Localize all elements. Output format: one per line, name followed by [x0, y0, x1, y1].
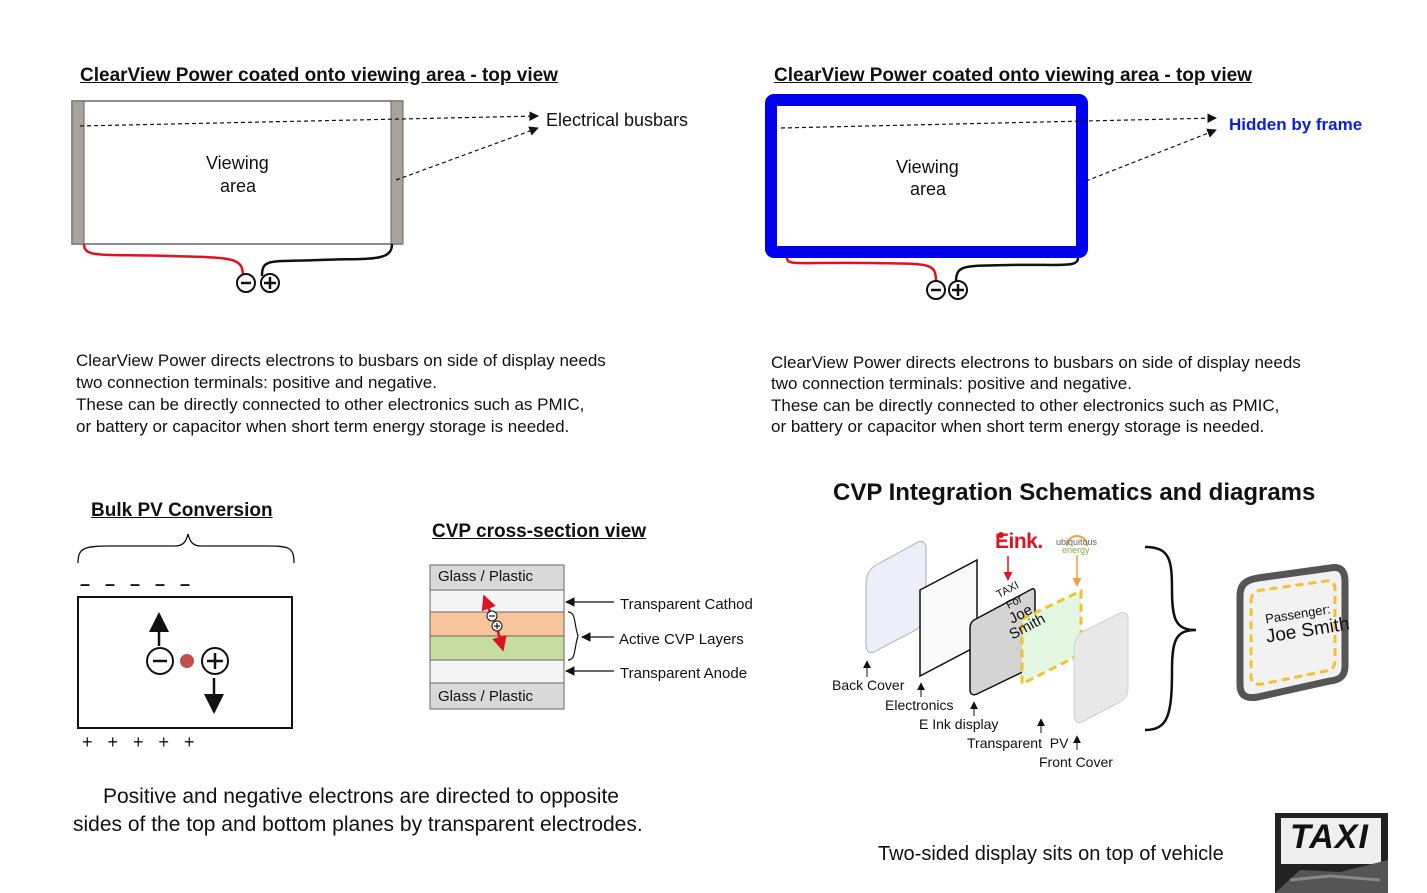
left-desc-line-1: ClearView Power directs electrons to bus… — [76, 351, 606, 370]
right-frame-arrow-top — [780, 113, 1217, 129]
back-cover-layer — [865, 540, 927, 654]
layer-top-glass: Glass / Plastic — [438, 568, 534, 585]
exploded-layers — [863, 532, 1349, 750]
busbar-label: Electrical busbars — [546, 110, 689, 130]
label-anode: Transparent Anode — [620, 665, 748, 682]
taxi-sign — [1236, 564, 1349, 702]
right-desc-line-4: or battery or capacitor when short term … — [771, 417, 1265, 436]
right-wire-black — [954, 257, 1080, 283]
right-desc-line-1: ClearView Power directs electrons to bus… — [771, 353, 1301, 372]
right-viewing-label-2: area — [910, 179, 947, 199]
left-desc-line-2: two connection terminals: positive and n… — [76, 373, 437, 392]
bulk-pv-diagram — [77, 533, 295, 729]
left-display-diagram — [71, 100, 539, 293]
integration-caption: Two-sided display sits on top of vehicle — [878, 843, 1224, 865]
label-front-cover: Front Cover — [1039, 754, 1113, 770]
left-viewing-label-2: area — [220, 176, 257, 196]
left-viewing-label-1: Viewing — [206, 153, 269, 173]
label-transparent-pv: Transparent PV — [967, 735, 1069, 751]
ubiquitous-logo-line-1: ubiquitous — [1056, 537, 1098, 547]
label-eink-display: E Ink display — [919, 716, 999, 732]
label-active-layers: Active CVP Layers — [619, 631, 744, 648]
left-busbar-arrow-top — [79, 111, 539, 127]
plus-charge-icon — [201, 647, 229, 675]
integration-title: CVP Integration Schematics and diagrams — [833, 479, 1316, 506]
cross-section-diagram — [429, 564, 614, 710]
eink-logo: Eink. — [995, 530, 1043, 553]
eink-layer — [969, 588, 1036, 696]
label-cathode: Transparent Cathod — [620, 596, 753, 613]
front-cover-layer — [1073, 611, 1129, 723]
bulk-caption-line-1: Positive and negative electrons are dire… — [103, 785, 619, 808]
right-desc-line-3: These can be directly connected to other… — [771, 396, 1280, 415]
right-frame-arrow-bottom — [1085, 128, 1217, 182]
blue-frame — [765, 94, 1088, 258]
label-electronics: Electronics — [885, 697, 954, 713]
left-wire-black — [260, 243, 394, 277]
left-desc-line-3: These can be directly connected to other… — [76, 395, 585, 414]
minus-terminal-icon — [236, 273, 256, 293]
minus-charge-icon — [146, 647, 174, 675]
right-panel-title: ClearView Power coated onto viewing area… — [774, 65, 1252, 86]
bulk-pv-title: Bulk PV Conversion — [91, 500, 273, 521]
top-minus-signs: – – – – – — [80, 574, 191, 594]
bottom-plus-signs: + + + + + — [82, 732, 195, 752]
left-panel-title: ClearView Power coated onto viewing area… — [80, 65, 558, 86]
big-brace-icon — [1144, 545, 1197, 732]
left-busbar-left — [71, 100, 85, 245]
hidden-by-frame-label: Hidden by frame — [1229, 115, 1363, 134]
hole-dot-icon — [180, 654, 194, 668]
taxi-photo-text: TAXI — [1290, 818, 1369, 856]
pv-layer — [1020, 588, 1083, 687]
taxi-photo-icon — [1275, 813, 1388, 893]
left-busbar-right — [390, 100, 404, 245]
plus-terminal-icon — [260, 273, 280, 293]
minus-terminal-icon — [926, 280, 946, 300]
left-busbar-arrow-bottom — [395, 126, 539, 181]
left-wire-red — [82, 243, 245, 277]
right-display-diagram — [765, 94, 1217, 300]
bulk-caption-line-2: sides of the top and bottom planes by tr… — [73, 813, 643, 836]
right-desc-line-2: two connection terminals: positive and n… — [771, 374, 1132, 393]
label-back-cover: Back Cover — [832, 677, 905, 693]
layer-bottom-glass: Glass / Plastic — [438, 688, 534, 705]
ubiquitous-logo-line-2: energy — [1062, 545, 1090, 555]
right-wire-red — [785, 257, 938, 283]
brace-icon — [77, 533, 295, 564]
right-viewing-label-1: Viewing — [896, 157, 959, 177]
left-desc-line-4: or battery or capacitor when short term … — [76, 417, 570, 436]
plus-terminal-icon — [948, 280, 968, 300]
cross-section-title: CVP cross-section view — [432, 521, 647, 542]
ubiquitous-logo-arc — [1066, 535, 1088, 547]
electronics-layer — [919, 558, 978, 678]
